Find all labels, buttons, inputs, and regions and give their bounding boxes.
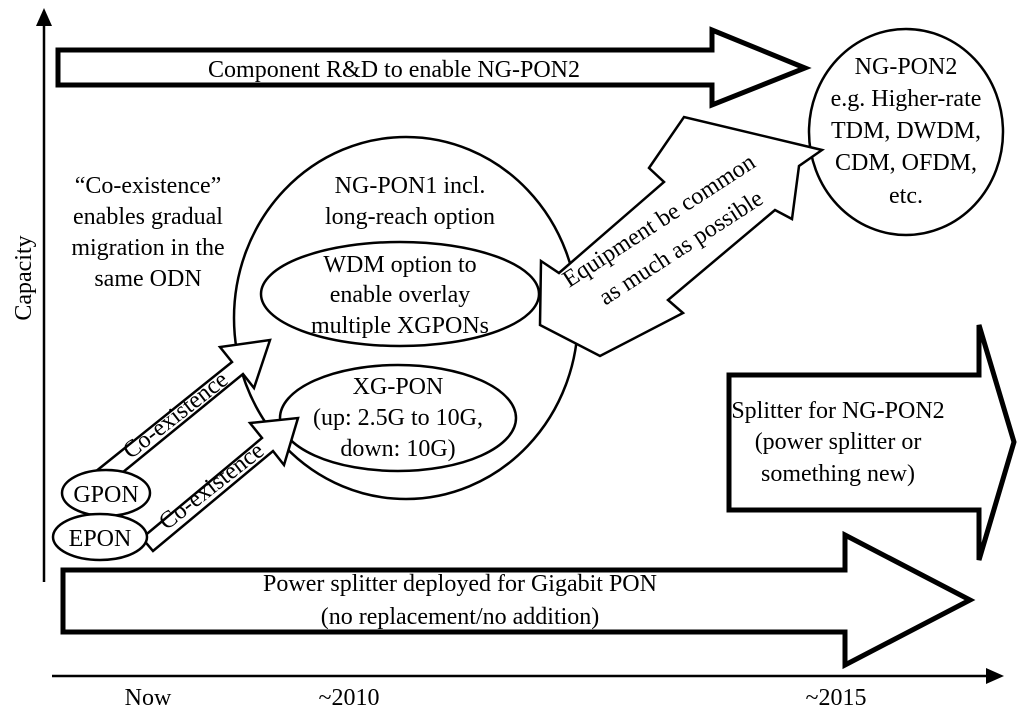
xgpon-ellipse-shape — [278, 363, 518, 473]
wdm-line-3: multiple XGPONs — [311, 313, 489, 339]
coexistence-lower-arrow-shape — [140, 416, 300, 553]
xgpon-line-1: XG-PON — [353, 374, 444, 400]
y-axis-arrowhead — [36, 8, 52, 26]
ngpon2-line-2: e.g. Higher-rate — [831, 86, 982, 112]
splitter-ngpon2-arrow: Splitter for NG-PON2 (power splitter or … — [726, 324, 1017, 561]
component-rd-arrow: Component R&D to enable NG-PON2 — [55, 26, 812, 109]
component-rd-arrow-shape — [55, 26, 812, 109]
x-tick-2015: ~2015 — [806, 685, 867, 711]
xgpon-ellipse: XG-PON (up: 2.5G to 10G, down: 10G) — [278, 363, 518, 473]
xgpon-line-3: down: 10G) — [340, 436, 455, 462]
coexistence-note-line-2: enables gradual — [73, 204, 223, 230]
x-axis-arrowhead — [986, 668, 1004, 684]
coexistence-lower-label: Co-existence — [154, 438, 269, 536]
ngpon2-circle-shape — [807, 27, 1005, 237]
ngpon1-line-1: NG-PON1 incl. — [335, 173, 486, 199]
xgpon-line-2: (up: 2.5G to 10G, — [313, 405, 483, 431]
gpon-label: GPON — [73, 482, 138, 508]
coexistence-upper-arrow-shape — [93, 338, 272, 488]
y-axis-label: Capacity — [11, 235, 37, 320]
axes: Capacity Now ~2010 ~2015 — [11, 8, 1004, 711]
power-splitter-arrow: Power splitter deployed for Gigabit PON … — [60, 530, 976, 670]
ngpon2-line-4: CDM, OFDM, — [835, 150, 977, 176]
wdm-ellipse: WDM option to enable overlay multiple XG… — [259, 240, 541, 348]
equipment-common-arrow: Equipment be common as much as possible — [538, 115, 826, 358]
splitter-ngpon2-arrow-shape — [726, 324, 1017, 561]
power-splitter-arrow-shape — [60, 530, 976, 670]
x-tick-2010: ~2010 — [319, 685, 380, 711]
ngpon2-line-3: TDM, DWDM, — [831, 118, 981, 144]
coexistence-upper-label: Co-existence — [118, 367, 233, 465]
epon-ellipse: EPON — [51, 512, 149, 562]
ngpon1-line-2: long-reach option — [325, 204, 495, 230]
power-splitter-line-2: (no replacement/no addition) — [321, 604, 600, 630]
epon-ellipse-shape — [51, 512, 149, 562]
coexistence-note: “Co-existence” enables gradual migration… — [71, 173, 224, 292]
splitter-ngpon2-line-2: (power splitter or — [755, 429, 922, 455]
coexistence-note-line-3: migration in the — [71, 235, 224, 261]
wdm-ellipse-shape — [259, 240, 541, 348]
coexistence-note-line-4: same ODN — [94, 266, 201, 292]
power-splitter-line-1: Power splitter deployed for Gigabit PON — [263, 571, 657, 597]
component-rd-label: Component R&D to enable NG-PON2 — [208, 57, 580, 83]
ngpon2-line-1: NG-PON2 — [855, 54, 958, 80]
splitter-ngpon2-line-3: something new) — [761, 461, 915, 487]
ngpon2-circle: NG-PON2 e.g. Higher-rate TDM, DWDM, CDM,… — [807, 27, 1005, 237]
wdm-line-2: enable overlay — [330, 282, 471, 308]
gpon-ellipse: GPON — [60, 468, 152, 518]
wdm-line-1: WDM option to — [323, 252, 476, 278]
coexistence-note-line-1: “Co-existence” — [75, 173, 222, 199]
splitter-ngpon2-line-1: Splitter for NG-PON2 — [731, 398, 944, 424]
ngpon2-line-5: etc. — [889, 183, 923, 209]
x-tick-now: Now — [125, 685, 172, 711]
epon-label: EPON — [69, 526, 132, 552]
equipment-common-arrow-shape — [538, 115, 826, 358]
